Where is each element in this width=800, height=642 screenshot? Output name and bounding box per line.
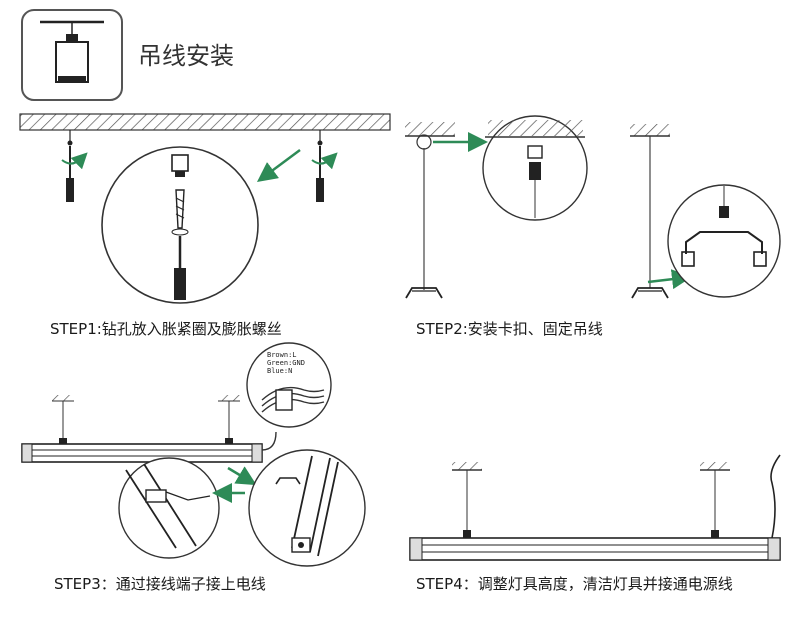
step3-illustration [21, 342, 366, 567]
step2-caption: STEP2:安装卡扣、固定吊线 [416, 320, 603, 338]
page-title: 吊线安装 [138, 42, 234, 70]
wire-label-green: Green:GND [267, 359, 305, 367]
wire-label-blue: Blue:N [267, 367, 293, 375]
step3-wiring-circle [246, 342, 332, 428]
screwdriver-left [61, 130, 88, 202]
wire-label-brown: Brown:L [267, 351, 297, 359]
step1-zoom-circle [101, 146, 259, 304]
linear-fixture-step3 [21, 443, 263, 463]
pendant-lamp-icon [21, 9, 123, 101]
step3-caption: STEP3：通过接线端子接上电线 [54, 575, 266, 593]
screwdriver-right [311, 130, 338, 202]
step2-zoom-circle-clip [667, 184, 781, 298]
step2-zoom-circle-top [482, 115, 588, 221]
step3-zoom-circle-left [118, 457, 220, 559]
step2-illustration [405, 115, 781, 299]
step4-illustration [409, 454, 781, 561]
step1-illustration [19, 113, 391, 304]
linear-fixture-step4 [409, 537, 781, 561]
step3-zoom-circle-right [248, 449, 366, 567]
step4-caption: STEP4：调整灯具高度，清洁灯具并接通电源线 [416, 575, 733, 593]
step1-caption: STEP1:钻孔放入胀紧圈及膨胀螺丝 [50, 320, 282, 338]
